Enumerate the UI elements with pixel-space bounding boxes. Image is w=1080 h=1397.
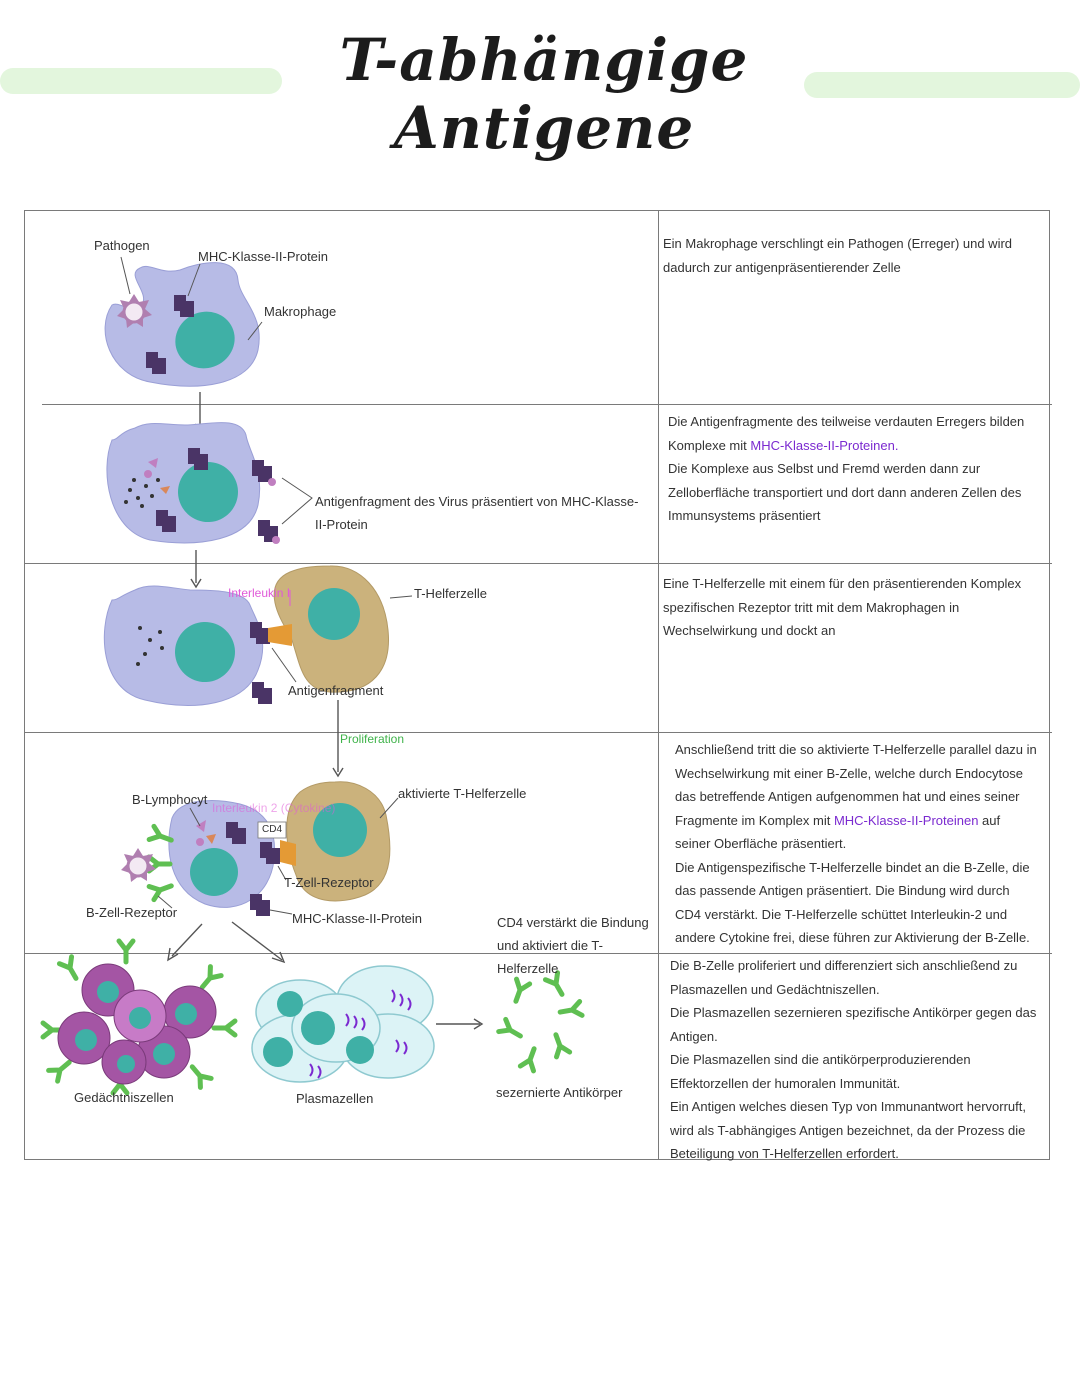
cd4-label: CD4 (262, 824, 283, 835)
macrophage-label: Makrophage (264, 304, 337, 319)
row-divider-1 (42, 404, 1052, 405)
plasma-cells (251, 965, 435, 1083)
interleukin-1-label: Interleukin I (228, 586, 291, 600)
macrophage-row3 (103, 565, 413, 706)
t-cell-receptor-label: T-Zell-Rezeptor (284, 875, 374, 890)
activated-t-helper-label: aktivierte T-Helferzelle (398, 786, 527, 801)
row3-description: Eine T-Helferzelle mit einem für den prä… (663, 572, 1023, 643)
row5-text-a: Die B-Zelle proliferiert und differenzie… (670, 958, 1018, 997)
macrophage-row2 (106, 422, 313, 544)
antigen-fragment-label: Antigenfragment des Virus präsentiert vo… (315, 494, 639, 532)
t-helper-label: T-Helferzelle (414, 586, 487, 601)
row5-description: Die B-Zelle proliferiert und differenzie… (670, 954, 1048, 1166)
row4-description: Anschließend tritt die so aktivierte T-H… (675, 738, 1037, 950)
macrophage-row1 (104, 256, 263, 387)
secreted-antibodies (499, 973, 582, 1071)
row1-description: Ein Makrophage verschlingt ein Pathogen … (663, 232, 1023, 279)
row2-text-b: Die Komplexe aus Selbst und Fremd werden… (668, 461, 1022, 523)
memory-cells (43, 941, 235, 1093)
row4-mhc-highlight: MHC-Klasse-II-Proteinen (833, 812, 979, 828)
row1-text: Ein Makrophage verschlingt ein Pathogen … (663, 236, 1013, 275)
b-lymphocyte-label: B-Lymphocyt (132, 792, 208, 807)
page-title: T-abhängige Antigene (339, 26, 749, 162)
row3-text: Eine T-Helferzelle mit einem für den prä… (663, 576, 1022, 638)
proliferation-label: Proliferation (340, 732, 405, 746)
row4-text-b: auf seiner Oberfläche präsentiert. (675, 812, 1001, 852)
plasma-cells-label: Plasmazellen (296, 1091, 374, 1106)
header-band-right (804, 72, 1080, 98)
row2-description: Die Antigenfragmente des teilweise verda… (668, 410, 1030, 528)
row2-mhc-highlight: MHC-Klasse-II-Proteinen. (750, 437, 899, 453)
row-divider-3 (24, 732, 1052, 733)
b-cell-activation (119, 781, 399, 916)
row-divider-2 (24, 563, 1052, 564)
pathogen-label: Pathogen (94, 238, 150, 253)
row4-text-a: Anschließend tritt die so aktivierte T-H… (675, 742, 1037, 828)
row4-text-c: Die Antigenspezifische T-Helferzelle bin… (675, 859, 1030, 946)
mhc-protein-label: MHC-Klasse-II-Protein (198, 249, 329, 264)
row5-text-d: Ein Antigen welches diesen Typ von Immun… (670, 1099, 1027, 1161)
secreted-antibodies-label: sezernierte Antikörper (496, 1085, 623, 1100)
column-divider (658, 210, 659, 1160)
row2-text-a: Die Antigenfragmente des teilweise verda… (668, 414, 1025, 453)
mhc-protein-label-2: MHC-Klasse-II-Protein (292, 911, 423, 926)
cd4-note-label: CD4 verstärkt die Bindung und aktiviert … (497, 915, 649, 976)
table-frame (24, 210, 1050, 1160)
row5-text-b: Die Plasmazellen sezernieren spezifische… (670, 1005, 1037, 1044)
row-divider-4 (24, 953, 1052, 954)
b-cell-receptor-label: B-Zell-Rezeptor (86, 905, 178, 920)
row5-text-c: Die Plasmazellen sind die antikörperprod… (670, 1052, 971, 1091)
memory-cells-label: Gedächtniszellen (74, 1090, 174, 1105)
antigen-fragment-label-2: Antigenfragment (288, 683, 384, 698)
header-band-left (0, 68, 282, 94)
interleukin-2-label: Interleukin 2 (Cytokine) (212, 801, 336, 815)
